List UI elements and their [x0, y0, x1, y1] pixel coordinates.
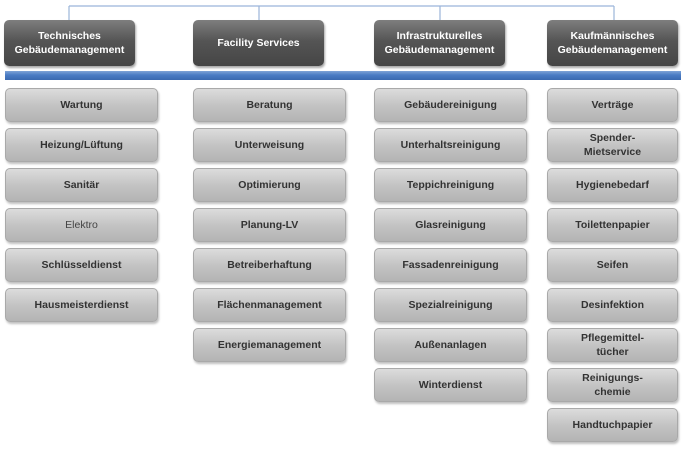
- header-infrastrukturelles-gebaeudemanagement: Infrastrukturelles Gebäudemanagement: [374, 20, 505, 66]
- item-box: Energiemanagement: [193, 328, 346, 362]
- item-box: Winterdienst: [374, 368, 527, 402]
- item-label: Reinigungs- chemie: [582, 372, 643, 398]
- item-box: Verträge: [547, 88, 678, 122]
- item-box: Optimierung: [193, 168, 346, 202]
- item-label: Beratung: [246, 99, 293, 111]
- item-box: Fassadenreinigung: [374, 248, 527, 282]
- item-box: Toilettenpapier: [547, 208, 678, 242]
- item-box: Spezialreinigung: [374, 288, 527, 322]
- item-label: Seifen: [596, 259, 629, 271]
- item-label: Desinfektion: [580, 299, 644, 311]
- item-label: Betreiberhaftung: [227, 259, 312, 271]
- item-label: Glasreinigung: [415, 219, 486, 231]
- item-label: Teppichreinigung: [406, 179, 495, 191]
- item-label: Spender- Mietservice: [583, 132, 642, 158]
- item-label: Winterdienst: [418, 379, 483, 391]
- item-box: Flächenmanagement: [193, 288, 346, 322]
- header-label: Facility Services: [217, 37, 300, 49]
- item-box: Gebäudereinigung: [374, 88, 527, 122]
- item-label: Wartung: [60, 99, 103, 111]
- item-label: Handtuchpapier: [572, 419, 653, 431]
- item-label: Heizung/Lüftung: [40, 139, 123, 151]
- item-label: Außenanlagen: [414, 339, 487, 351]
- item-label: Energiemanagement: [217, 339, 322, 351]
- item-box: Seifen: [547, 248, 678, 282]
- header-facility-services: Facility Services: [193, 20, 324, 66]
- item-label: Verträge: [591, 99, 634, 111]
- item-box: Wartung: [5, 88, 158, 122]
- divider-bar: [5, 71, 681, 80]
- item-label: Pflegemittel- tücher: [580, 332, 644, 358]
- item-box: Spender- Mietservice: [547, 128, 678, 162]
- item-label: Toilettenpapier: [575, 219, 650, 231]
- item-label: Planung-LV: [240, 219, 299, 231]
- item-label: Gebäudereinigung: [404, 99, 497, 111]
- item-box: Heizung/Lüftung: [5, 128, 158, 162]
- item-box: Desinfektion: [547, 288, 678, 322]
- item-box: Hygienebedarf: [547, 168, 678, 202]
- item-box: Glasreinigung: [374, 208, 527, 242]
- item-label: Unterweisung: [234, 139, 305, 151]
- item-box: Handtuchpapier: [547, 408, 678, 442]
- item-label: Sanitär: [63, 179, 100, 191]
- item-box: Außenanlagen: [374, 328, 527, 362]
- item-label: Spezialreinigung: [408, 299, 493, 311]
- header-label: Technisches Gebäudemanagement: [14, 30, 125, 56]
- item-box: Sanitär: [5, 168, 158, 202]
- item-box: Beratung: [193, 88, 346, 122]
- item-box: Betreiberhaftung: [193, 248, 346, 282]
- item-label: Unterhaltsreinigung: [400, 139, 501, 151]
- item-label: Schlüsseldienst: [41, 259, 122, 271]
- header-label: Kaufmännisches Gebäudemanagement: [557, 30, 668, 56]
- item-box: Teppichreinigung: [374, 168, 527, 202]
- item-label: Flächenmanagement: [217, 299, 322, 311]
- item-box: Hausmeisterdienst: [5, 288, 158, 322]
- item-box: Elektro: [5, 208, 158, 242]
- item-label: Optimierung: [238, 179, 301, 191]
- item-box: Reinigungs- chemie: [547, 368, 678, 402]
- item-label: Hausmeisterdienst: [34, 299, 129, 311]
- item-box: Unterweisung: [193, 128, 346, 162]
- item-box: Unterhaltsreinigung: [374, 128, 527, 162]
- header-label: Infrastrukturelles Gebäudemanagement: [384, 30, 495, 56]
- item-label: Fassadenreinigung: [402, 259, 499, 271]
- item-box: Pflegemittel- tücher: [547, 328, 678, 362]
- item-label: Hygienebedarf: [576, 179, 649, 191]
- header-technisches-gebaeudemanagement: Technisches Gebäudemanagement: [4, 20, 135, 66]
- item-label: Elektro: [65, 219, 98, 231]
- header-kaufmaennisches-gebaeudemanagement: Kaufmännisches Gebäudemanagement: [547, 20, 678, 66]
- item-box: Schlüsseldienst: [5, 248, 158, 282]
- item-box: Planung-LV: [193, 208, 346, 242]
